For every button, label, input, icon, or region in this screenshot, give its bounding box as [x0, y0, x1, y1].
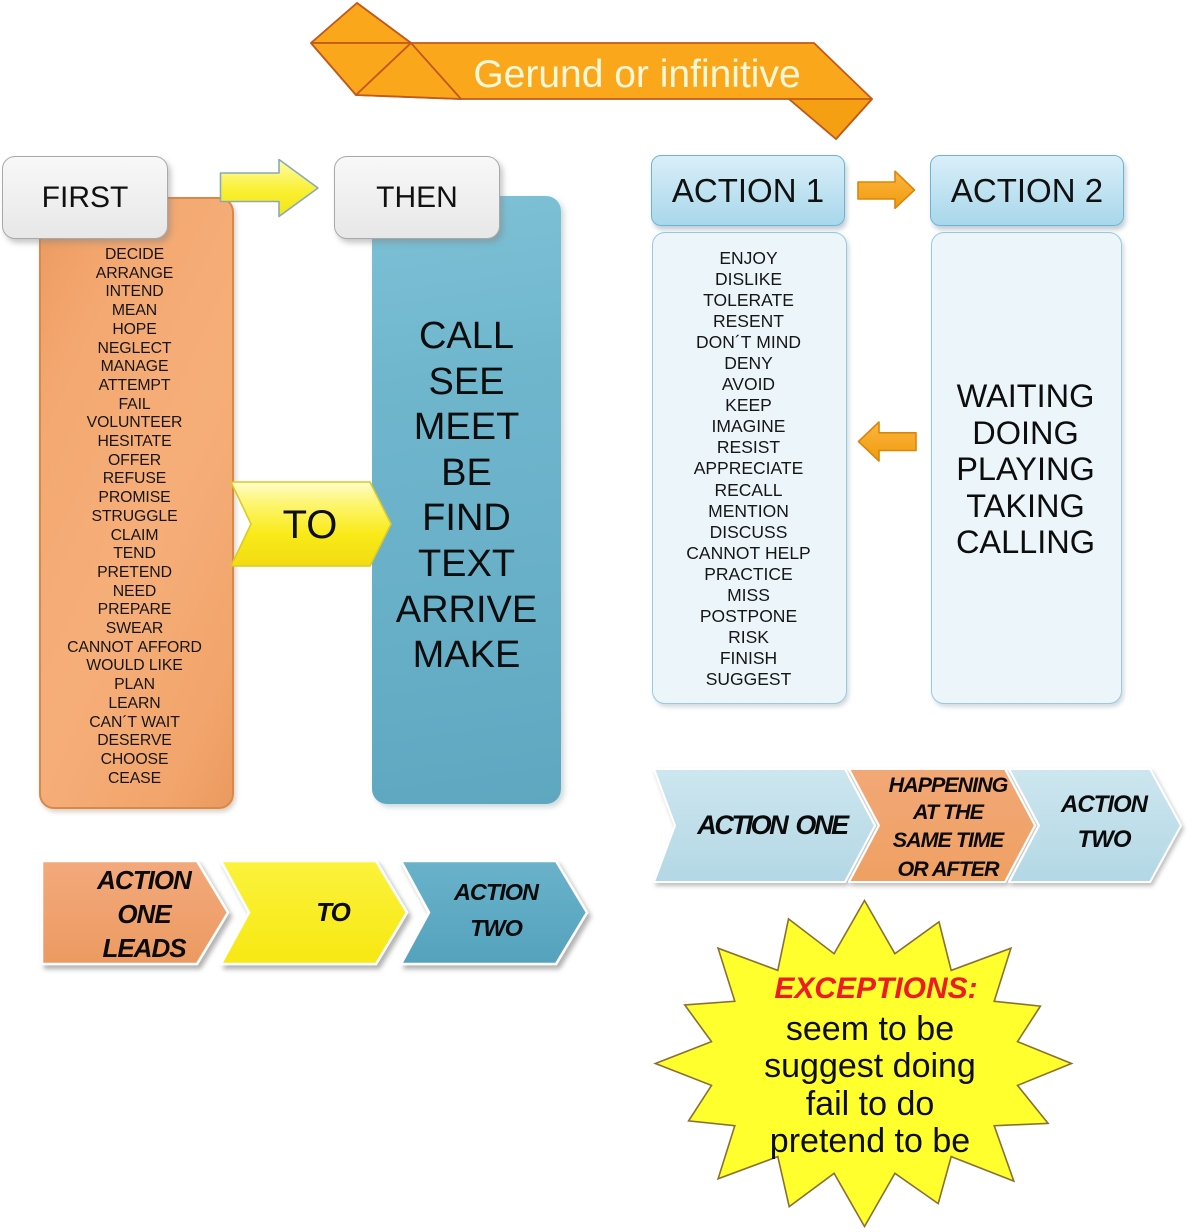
svg-text:TWO: TWO — [1078, 826, 1132, 853]
svg-text:ONE: ONE — [117, 899, 172, 929]
svg-text:TO: TO — [283, 503, 338, 547]
svg-text:LEADS: LEADS — [102, 933, 187, 963]
svg-text:ACTION: ACTION — [453, 879, 540, 905]
svg-text:TWO: TWO — [470, 915, 523, 941]
svg-text:pretend to be: pretend to be — [770, 1122, 970, 1160]
svg-text:Gerund or infinitive: Gerund or infinitive — [473, 53, 800, 96]
svg-text:OR AFTER: OR AFTER — [897, 857, 1000, 881]
svg-text:SAME TIME: SAME TIME — [893, 828, 1005, 852]
svg-text:TO: TO — [316, 897, 350, 927]
svg-text:fail to do: fail to do — [806, 1085, 935, 1123]
svg-text:suggest doing: suggest doing — [764, 1047, 976, 1085]
svg-text:ACTION ONE: ACTION ONE — [696, 810, 850, 840]
svg-text:ACTION: ACTION — [1060, 791, 1149, 818]
svg-text:ACTION: ACTION — [96, 865, 193, 895]
svg-text:seem to be: seem to be — [786, 1010, 954, 1048]
svg-text:AT THE: AT THE — [912, 800, 985, 824]
svg-text:HAPPENING: HAPPENING — [889, 773, 1009, 797]
svg-text:EXCEPTIONS:: EXCEPTIONS: — [774, 972, 977, 1005]
